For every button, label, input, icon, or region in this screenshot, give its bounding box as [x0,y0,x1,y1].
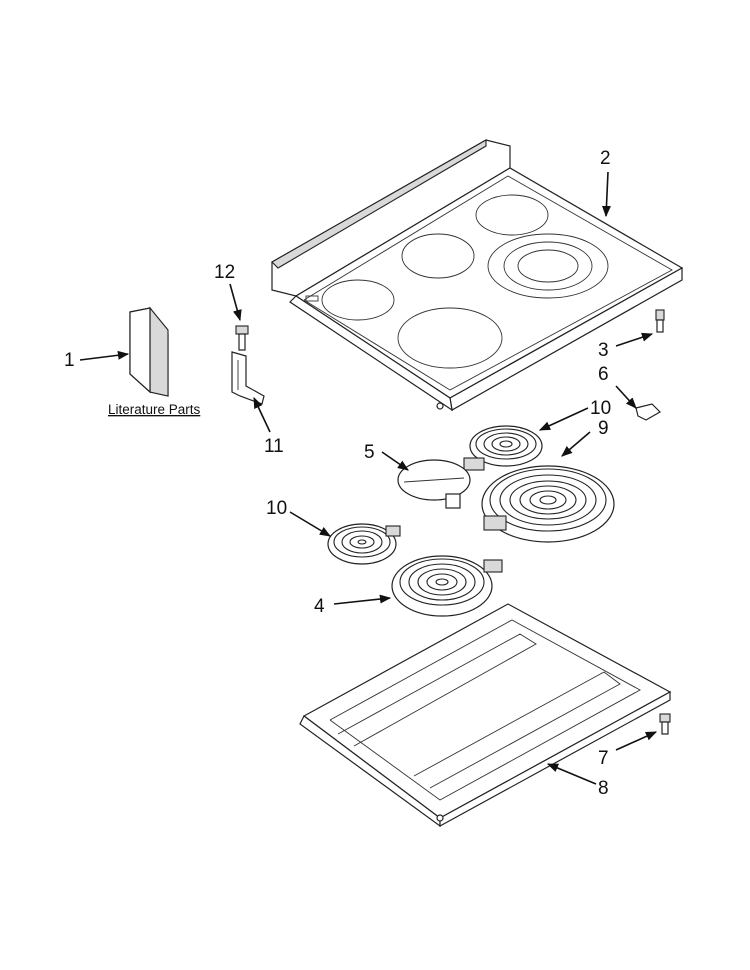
callout-10-top: 10 [590,398,611,419]
callout-2: 2 [600,148,611,169]
callout-1: 1 [64,350,75,371]
screw-part-7 [659,713,671,735]
radiant-element-part-9 [481,465,615,543]
clip-part-6 [635,403,661,421]
radiant-element-part-4 [391,555,503,617]
callout-3: 3 [598,340,609,361]
cooktop-glass-part [271,139,684,412]
callout-12: 12 [214,262,235,283]
callout-6: 6 [598,364,609,385]
callout-arrows [79,171,658,785]
callout-7: 7 [598,748,609,769]
literature-booklet-part [129,306,169,397]
radiant-element-part-10-top [463,425,543,471]
literature-parts-label: Literature Parts [108,402,201,417]
callout-9: 9 [598,418,609,439]
callout-10-bottom: 10 [266,498,287,519]
screw-part-12 [235,325,249,351]
bracket-part-11 [231,351,265,405]
radiant-element-part-10-bottom [327,523,401,565]
callout-11: 11 [264,436,284,457]
callout-8: 8 [598,778,609,799]
screw-part-3 [655,309,665,333]
element-support-part-5 [397,459,471,509]
burner-box-part-8 [299,603,672,828]
callout-5: 5 [364,442,375,463]
callout-4: 4 [314,596,325,617]
